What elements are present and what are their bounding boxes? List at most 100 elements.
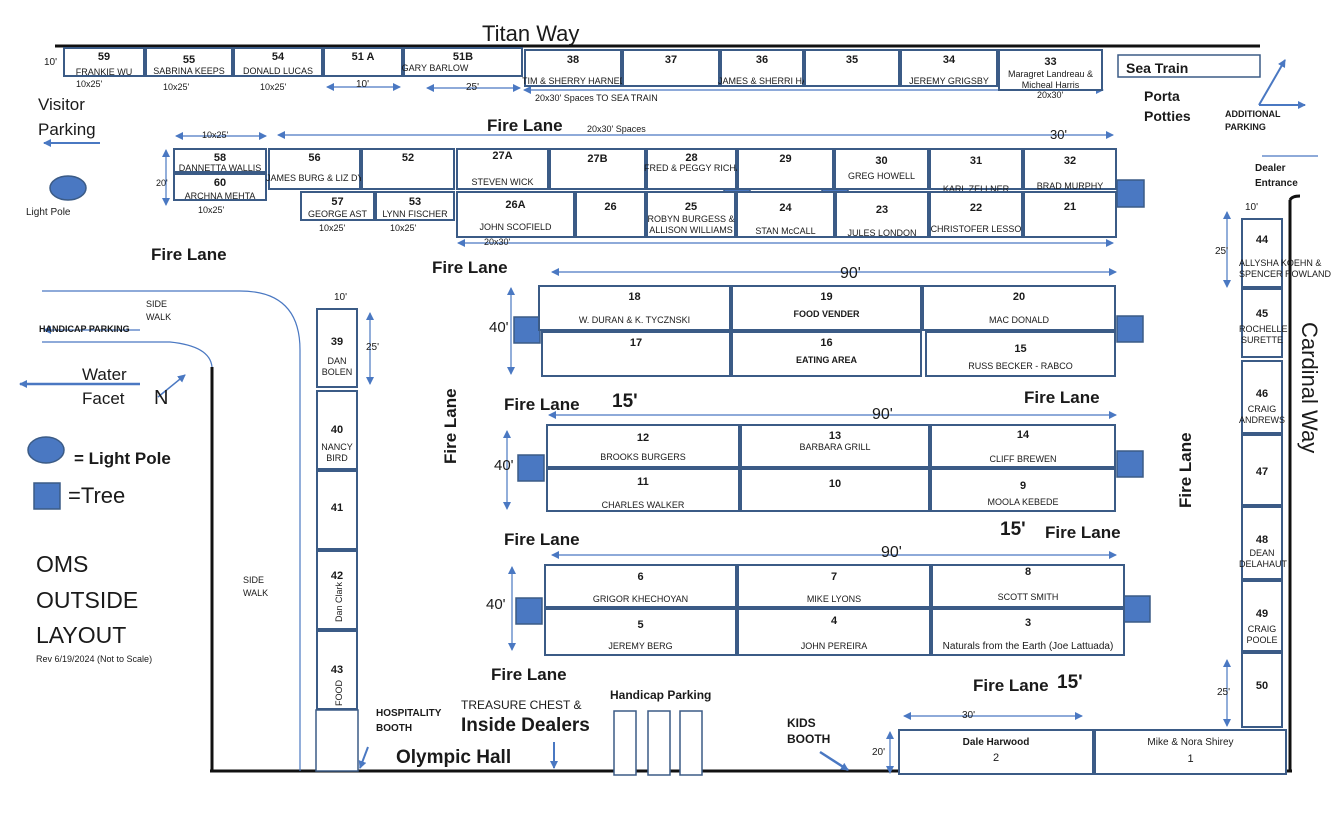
booth-number: 52 — [401, 152, 415, 164]
booth-number: 25 — [684, 201, 698, 213]
handicap-parking-left: HANDICAP PARKING — [39, 324, 130, 334]
booth-number: 36 — [755, 54, 769, 66]
dealer-label: Dealer — [1255, 163, 1286, 174]
booth-vendor-name: FRANKIE WU — [75, 67, 133, 77]
fire-lane-row2-right: Fire Lane — [1024, 388, 1100, 407]
booth-vendor-name: GEORGE AST — [307, 209, 367, 219]
sidewalk-side: SIDE — [146, 299, 168, 309]
sidewalk2-walk: WALK — [243, 588, 269, 598]
light-pole-icon — [49, 175, 87, 201]
booth-vendor-name: ROCHELLE — [1239, 324, 1288, 334]
sea-train-box — [1117, 54, 1261, 78]
booth-number: 1 — [1187, 753, 1194, 765]
booth-vendor-name: JULES LONDON — [847, 228, 917, 238]
booth-number: 9 — [1019, 480, 1027, 492]
sidewalk-line-1 — [42, 290, 301, 771]
booth-vendor-name: SABRINA KEEPS — [153, 66, 225, 76]
booth-vendor-name: DANNETTA WALLIS — [178, 163, 262, 173]
booth-vendor-name-line2: BIRD — [326, 453, 348, 463]
booth-vendor-name: MAC DONALD — [988, 315, 1049, 325]
booth-number: 24 — [779, 202, 792, 214]
booth-number: 32 — [1063, 155, 1077, 167]
booth-vendor-name: KARL ZELLNER — [942, 184, 1010, 194]
hospitality-arrow — [358, 746, 369, 769]
booth-vendor-name: ALLYSHA KOEHN & — [1239, 258, 1322, 268]
booth-47: 47 — [1241, 434, 1283, 506]
booth-52: 52 — [361, 148, 455, 190]
booth-vendor-name: GARY BARLOW — [401, 63, 469, 73]
handicap-stall-1 — [613, 710, 637, 776]
north-arrow — [157, 374, 186, 398]
fire-lane-vertical-right: Fire Lane — [1176, 432, 1195, 508]
north-label: N — [154, 387, 169, 409]
booth-vendor-name: CLIFF BREWEN — [989, 454, 1057, 464]
dim-30-top: 30' — [1050, 127, 1067, 142]
booth-vendor-name-line2: SPENCER ROWLAND — [1239, 269, 1332, 279]
water-label: Water — [82, 365, 127, 384]
tree-icon — [515, 597, 543, 625]
booth-vendor-name: BARBARA GRILL — [799, 442, 871, 452]
booth-number: 12 — [636, 432, 650, 444]
booth-number: 37 — [664, 54, 678, 66]
booth-17: 17 — [541, 331, 731, 377]
dim-20-bottom: 20' — [872, 747, 886, 758]
booth-number: 28 — [685, 152, 698, 164]
booth-number: 13 — [828, 430, 842, 442]
dim-20x30-top: 20x30' — [1037, 90, 1064, 100]
visitor-parking-label: Parking — [38, 120, 96, 139]
booth-vendor-name: JOHN SCOFIELD — [479, 222, 552, 232]
booth-51-a: 51 A — [323, 47, 403, 77]
fire-lane-row3-left: Fire Lane — [504, 530, 580, 549]
booth-vendor-name: Dale Harwood — [962, 737, 1030, 748]
fire-lane-left: Fire Lane — [151, 245, 227, 264]
dim-40-row2: 40' — [494, 457, 514, 474]
booth-vendor-name: DONALD LUCAS — [242, 66, 314, 76]
right-curb-corner — [1288, 194, 1301, 201]
booth-number: 8 — [1024, 566, 1032, 578]
legend-tree: =Tree — [68, 483, 126, 508]
hospitality-label: HOSPITALITY — [376, 708, 442, 719]
visitor-label: Visitor — [38, 95, 85, 114]
booth-50: 50 — [1241, 652, 1283, 728]
booth-number: 43 — [330, 664, 344, 676]
booth-number: 57 — [331, 196, 344, 208]
booth-37: 37 — [622, 49, 720, 87]
booth-number: 3 — [1024, 617, 1032, 629]
olympic-hall-label: Olympic Hall — [396, 747, 512, 768]
booth-number: 21 — [1063, 201, 1077, 213]
spaces-20x30: 20x30' Spaces — [587, 124, 646, 134]
booth-number: 15 — [1014, 343, 1027, 355]
booth-number: 6 — [637, 571, 644, 583]
dim-20-left: 20' — [156, 178, 168, 188]
fire-lane-bottom-left: Fire Lane — [491, 665, 567, 684]
booth-vendor-name-line2: Micheal Harris — [1021, 80, 1080, 90]
dim-10x25-a: 10x25' — [76, 79, 103, 89]
dim-40-row1: 40' — [489, 319, 509, 336]
booth-number: 58 — [213, 152, 227, 164]
booth-number: 10 — [828, 478, 842, 490]
dim-10x25-d: 10x25' — [202, 130, 229, 140]
fire-lane-vertical-left: Fire Lane — [441, 388, 460, 464]
booth-number: 48 — [1255, 534, 1269, 546]
inside-dealers-label: Inside Dealers — [461, 715, 590, 736]
booth-vendor-name-line2: BOLEN — [321, 367, 353, 377]
booth-number: 30 — [875, 155, 888, 167]
booth-vendor-name: NANCY — [321, 442, 353, 452]
sidewalk-line-2 — [42, 341, 213, 368]
dim-20x30-mid: 20x30' — [484, 237, 511, 247]
